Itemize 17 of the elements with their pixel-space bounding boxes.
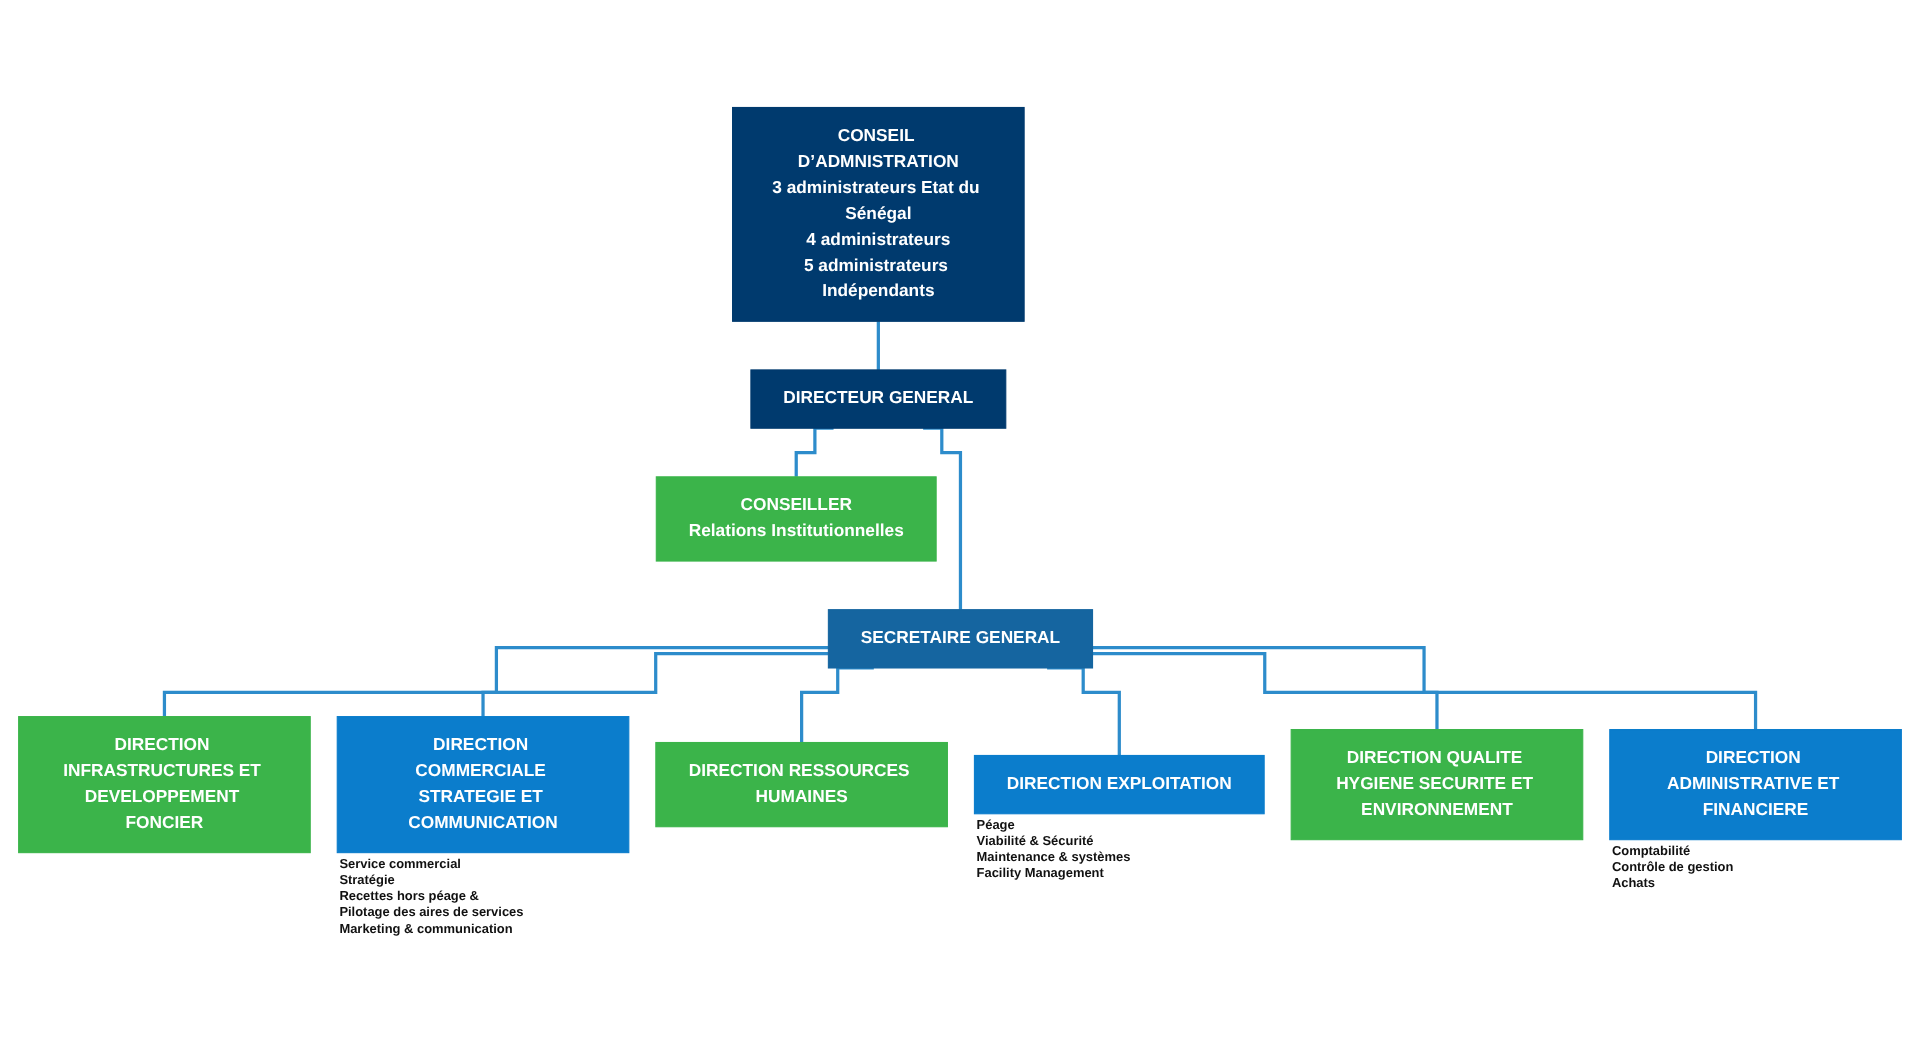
connector: [1047, 666, 1121, 758]
connector: [876, 319, 880, 372]
node-box: [336, 716, 630, 854]
connector: [1092, 652, 1439, 732]
node-box: [732, 106, 1025, 322]
node-box: [18, 716, 311, 854]
node-box: [1609, 729, 1902, 841]
node-box: [1290, 729, 1584, 841]
node-box: [655, 741, 948, 828]
connector: [1092, 646, 1758, 732]
connector: [162, 646, 829, 719]
connector: [800, 666, 874, 745]
connector: [481, 652, 829, 719]
node-box: [655, 476, 937, 562]
node-box: [750, 369, 1007, 429]
node-box: [973, 754, 1265, 815]
node-box: [827, 609, 1094, 669]
